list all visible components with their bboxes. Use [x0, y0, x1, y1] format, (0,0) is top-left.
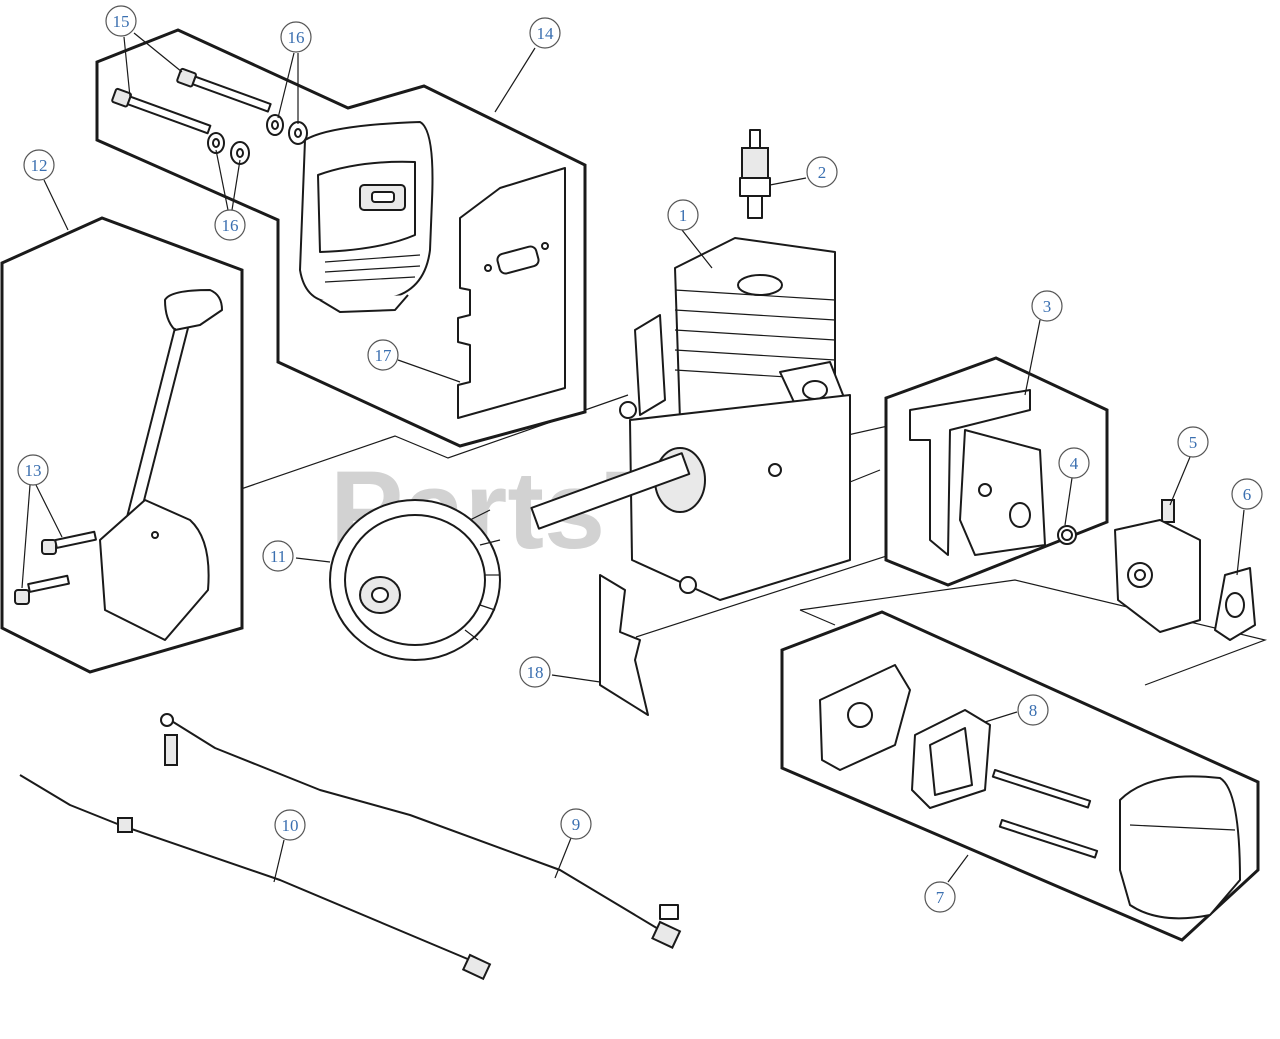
muffler-bolts: [111, 67, 272, 135]
carb-block: [1114, 499, 1256, 641]
callout-6[interactable]: 6: [1231, 478, 1263, 510]
svg-text:6: 6: [1243, 485, 1252, 504]
callout-11[interactable]: 11: [262, 540, 294, 572]
callout-15[interactable]: 15: [105, 5, 137, 37]
svg-text:2: 2: [818, 163, 827, 182]
ignition-coil: [99, 289, 223, 641]
svg-text:4: 4: [1070, 454, 1079, 473]
deflector: [599, 574, 649, 716]
callout-16-bottom[interactable]: 16: [214, 209, 246, 241]
spark-plug: [739, 129, 771, 219]
muffler: [299, 121, 434, 313]
callout-1[interactable]: 1: [667, 199, 699, 231]
svg-text:14: 14: [537, 24, 555, 43]
air-filter-assembly: [819, 664, 1241, 920]
callout-4[interactable]: 4: [1058, 447, 1090, 479]
carburetor: [909, 389, 1077, 556]
svg-text:5: 5: [1189, 433, 1198, 452]
svg-text:9: 9: [572, 815, 581, 834]
callout-5[interactable]: 5: [1177, 426, 1209, 458]
svg-text:10: 10: [282, 816, 299, 835]
svg-text:1: 1: [679, 206, 688, 225]
leader-lines: [21, 32, 1245, 883]
svg-text:13: 13: [25, 461, 42, 480]
svg-text:17: 17: [375, 346, 393, 365]
callout-12[interactable]: 12: [23, 149, 55, 181]
svg-text:18: 18: [527, 663, 544, 682]
svg-text:3: 3: [1043, 297, 1052, 316]
coil-screws: [14, 530, 97, 605]
muffler-gasket: [457, 167, 566, 419]
callout-16-top[interactable]: 16: [280, 21, 312, 53]
callout-13[interactable]: 13: [17, 454, 49, 486]
callout-17[interactable]: 17: [367, 339, 399, 371]
callout-18[interactable]: 18: [519, 656, 551, 688]
callout-14[interactable]: 14: [529, 17, 561, 49]
cable-10: [19, 774, 492, 981]
svg-text:15: 15: [113, 12, 130, 31]
svg-text:8: 8: [1029, 701, 1038, 720]
callout-8[interactable]: 8: [1017, 694, 1049, 726]
flywheel: [329, 499, 501, 661]
washers: [207, 114, 308, 165]
callouts: 1 2 3 4 5 6 7 8 9 10 11 12 13 14 15 16 1…: [17, 5, 1263, 913]
svg-text:11: 11: [270, 547, 286, 566]
svg-text:7: 7: [936, 888, 945, 907]
callout-3[interactable]: 3: [1031, 290, 1063, 322]
engine-cylinder: [530, 237, 851, 601]
svg-text:12: 12: [31, 156, 48, 175]
callout-9[interactable]: 9: [560, 808, 592, 840]
cable-9: [160, 713, 682, 949]
svg-text:16: 16: [288, 28, 305, 47]
svg-text:16: 16: [222, 216, 239, 235]
callout-10[interactable]: 10: [274, 809, 306, 841]
callout-2[interactable]: 2: [806, 156, 838, 188]
callout-7[interactable]: 7: [924, 881, 956, 913]
